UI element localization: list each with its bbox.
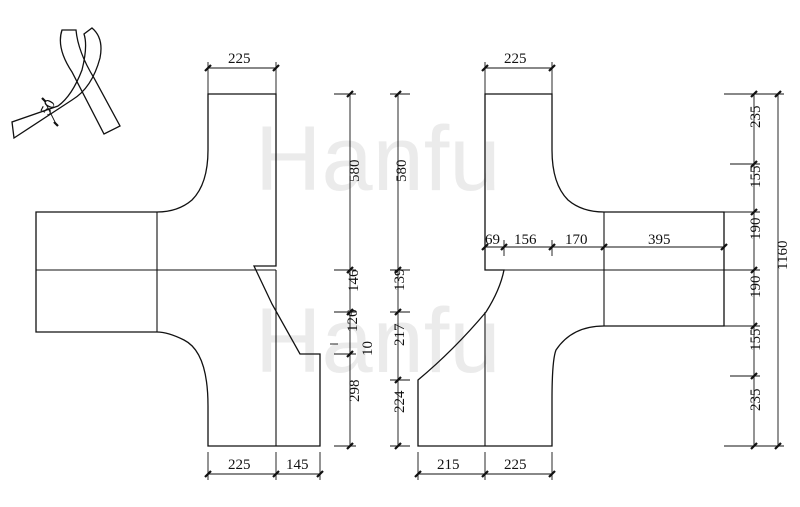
right-upper-height-label: 580 [394,160,410,183]
left-lower-height-label: 298 [347,380,363,403]
right-top-width-label: 225 [504,51,527,67]
left-bottom-right-label: 145 [286,457,309,473]
left-top-width-label: 225 [228,51,251,67]
left-mid-height-label: 146 [346,269,362,292]
right-lower-height-label: 224 [392,390,408,413]
scale-s2-label: 155 [748,166,764,189]
watermark-bottom: Hanfu [255,290,501,392]
right-seg-c-label: 170 [565,232,588,248]
right-top-dimension [481,62,556,94]
left-bottom-left-label: 225 [228,457,251,473]
right-seg-a-label: 69 [485,232,500,248]
left-pattern-piece [35,93,321,447]
right-curve-height-label: 217 [392,323,408,346]
right-seg-b-label: 156 [514,232,537,248]
scale-s4-label: 190 [748,276,764,299]
right-segment-dimension [481,240,728,256]
watermark-top: Hanfu [255,108,501,210]
left-step-height-label: 10 [360,341,376,356]
left-small-height-label: 126 [345,309,361,332]
left-top-dimension [204,62,280,94]
scale-s6-label: 235 [748,389,764,412]
right-scale-dimension [724,90,784,450]
right-pattern-piece [417,93,725,447]
left-upper-height-label: 580 [347,160,363,183]
right-bottom-right-label: 225 [504,457,527,473]
ribbon-label: 50 [38,97,59,118]
right-bottom-left-label: 215 [437,457,460,473]
scale-s5-label: 155 [748,329,764,352]
right-mid-height-label: 139 [392,269,408,292]
scale-s1-label: 235 [748,106,764,129]
right-vertical-dimension [390,90,410,450]
right-bottom-dimension [414,452,556,480]
left-bottom-dimension [204,452,324,480]
scale-total-label: 1160 [775,241,791,270]
left-vertical-dimension [330,90,356,450]
ribbon-icon [11,27,121,140]
right-seg-d-label: 395 [648,232,671,248]
scale-s3-label: 190 [748,218,764,241]
